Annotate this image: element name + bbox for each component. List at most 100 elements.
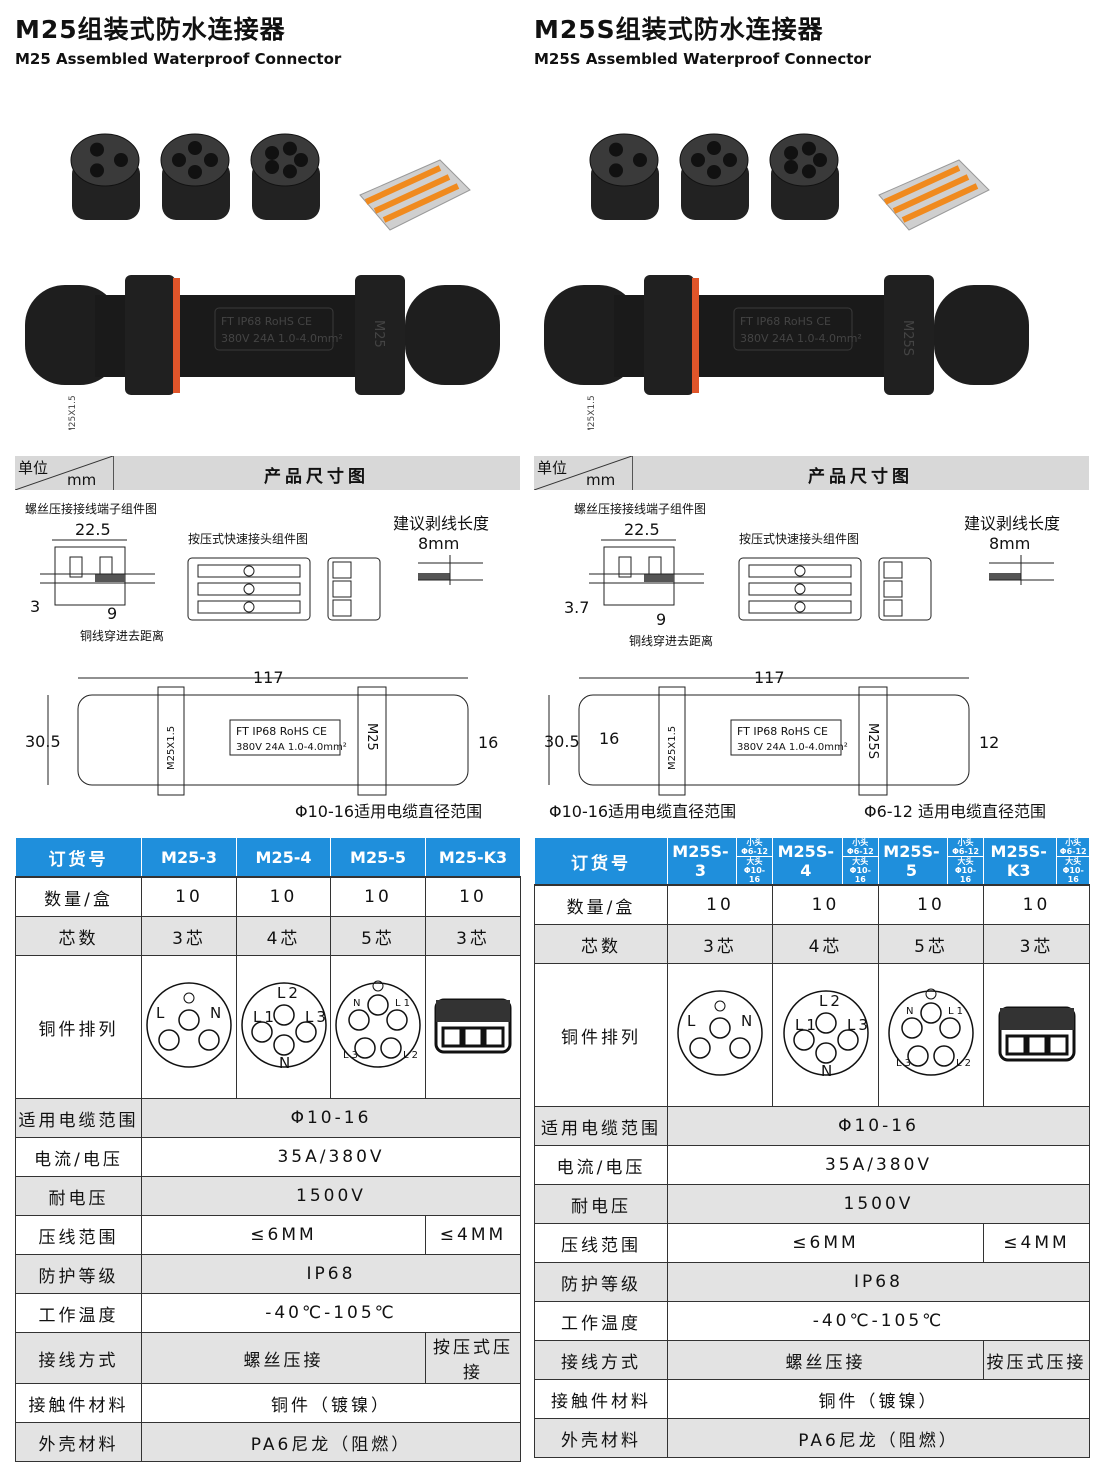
tag-small-range: Φ6-12 xyxy=(741,847,768,856)
push-terminal-drawing: 按压式快速接头组件图 xyxy=(738,531,932,621)
spec-value: Φ10-16 xyxy=(141,1098,521,1138)
tag-small: 小头 xyxy=(1065,838,1082,847)
spec-value: 3芯 xyxy=(983,924,1090,964)
screw-depth-label: 9 xyxy=(107,604,117,623)
push-terminal-3-icon xyxy=(434,998,512,1053)
spec-value: 10 xyxy=(141,876,237,917)
pin-label: L2 xyxy=(403,1050,421,1061)
spec-value: ≤4MM xyxy=(983,1223,1090,1263)
drawing-thread-mark: M25X1.5 xyxy=(166,726,177,770)
row-label: 接触件材料 xyxy=(534,1379,668,1419)
row-label: 数量/盒 xyxy=(534,884,668,925)
model-header: M25-K3 xyxy=(425,837,521,878)
screw-width-label: 22.5 xyxy=(75,520,111,539)
pin-label: N xyxy=(821,1062,835,1078)
model-name: M25S-K3 xyxy=(990,842,1047,880)
spec-value: 10 xyxy=(983,884,1090,925)
spec-value: 10 xyxy=(425,876,521,917)
cable-range-right-label: Φ10-16适用电缆直径范围 xyxy=(295,802,482,821)
spec-value: -40℃-105℃ xyxy=(667,1301,1090,1341)
tag-big-range: Φ10-16 xyxy=(743,866,766,884)
row-label: 外壳材料 xyxy=(15,1422,142,1462)
row-label: 防护等级 xyxy=(534,1262,668,1302)
pin-label: N xyxy=(353,998,363,1009)
earth-icon xyxy=(925,988,937,999)
tag-big: 大头 xyxy=(842,856,878,866)
cable-diameter-right-label: 16 xyxy=(478,733,498,752)
section-title: 产品尺寸图 xyxy=(808,467,913,487)
model-name: M25-4 xyxy=(255,847,312,867)
body-cert-mark: FT IP68 RoHS CE xyxy=(221,315,312,328)
height-label: 30.5 xyxy=(25,732,61,751)
table-row: 工作温度-40℃-105℃ xyxy=(15,1293,521,1333)
push-terminal-photo xyxy=(878,159,990,231)
spec-value: IP68 xyxy=(141,1254,521,1294)
product-subtitle: M25S Assembled Waterproof Connector xyxy=(534,50,872,68)
spec-value: 10 xyxy=(667,884,773,925)
model-name: M25S-5 xyxy=(883,842,940,880)
section-title: 产品尺寸图 xyxy=(264,467,369,487)
strip-length-value: 8mm xyxy=(989,534,1030,553)
screw-terminal-title: 螺丝压接接线端子组件图 xyxy=(25,501,157,516)
spec-value: 35A/380V xyxy=(141,1137,521,1177)
cable-diameter-left-label: 16 xyxy=(599,729,619,748)
spec-value: PA6尼龙（阻燃） xyxy=(667,1418,1090,1458)
order-number-header: 订货号 xyxy=(534,837,668,886)
body-rating-mark: 380V 24A 1.0-4.0mm² xyxy=(221,332,343,345)
body-cert-mark: FT IP68 RoHS CE xyxy=(740,315,831,328)
pin-label: N xyxy=(741,1012,755,1030)
tag-small-range: Φ6-12 xyxy=(952,847,979,856)
earth-icon xyxy=(714,1000,726,1011)
spec-value: 10 xyxy=(772,884,879,925)
spec-value: 3芯 xyxy=(141,916,237,956)
spec-value: 螺丝压接 xyxy=(667,1340,984,1380)
pin-label: L1 xyxy=(253,1008,277,1026)
row-label: 铜件排列 xyxy=(534,963,668,1107)
spec-value: 铜件（镀镍） xyxy=(667,1379,1090,1419)
body-model-mark: M25S xyxy=(900,320,915,356)
model-header: M25-3 xyxy=(141,837,237,878)
table-row: 压线范围≤6MM≤4MM xyxy=(15,1215,521,1255)
row-label: 耐电压 xyxy=(15,1176,142,1216)
insert-photo-5-pin xyxy=(769,133,839,220)
row-label: 压线范围 xyxy=(15,1215,142,1255)
row-label: 接线方式 xyxy=(15,1332,142,1384)
spec-value: 5芯 xyxy=(330,916,426,956)
table-row: 接触件材料铜件（镀镍） xyxy=(15,1383,521,1423)
row-label: 适用电缆范围 xyxy=(534,1106,668,1146)
tag-small: 小头 xyxy=(957,838,974,847)
tag-small: 小头 xyxy=(852,838,869,847)
row-label: 电流/电压 xyxy=(15,1137,142,1177)
spec-value: ≤6MM xyxy=(667,1223,984,1263)
push-terminal-3-icon xyxy=(998,1006,1075,1061)
spec-value: IP68 xyxy=(667,1262,1090,1302)
spec-value: 5芯 xyxy=(878,924,984,964)
table-row: 接线方式螺丝压接按压式压接 xyxy=(534,1340,1090,1380)
row-label: 外壳材料 xyxy=(534,1418,668,1458)
spec-value: 10 xyxy=(236,876,331,917)
row-label: 耐电压 xyxy=(534,1184,668,1224)
row-label: 电流/电压 xyxy=(534,1145,668,1185)
